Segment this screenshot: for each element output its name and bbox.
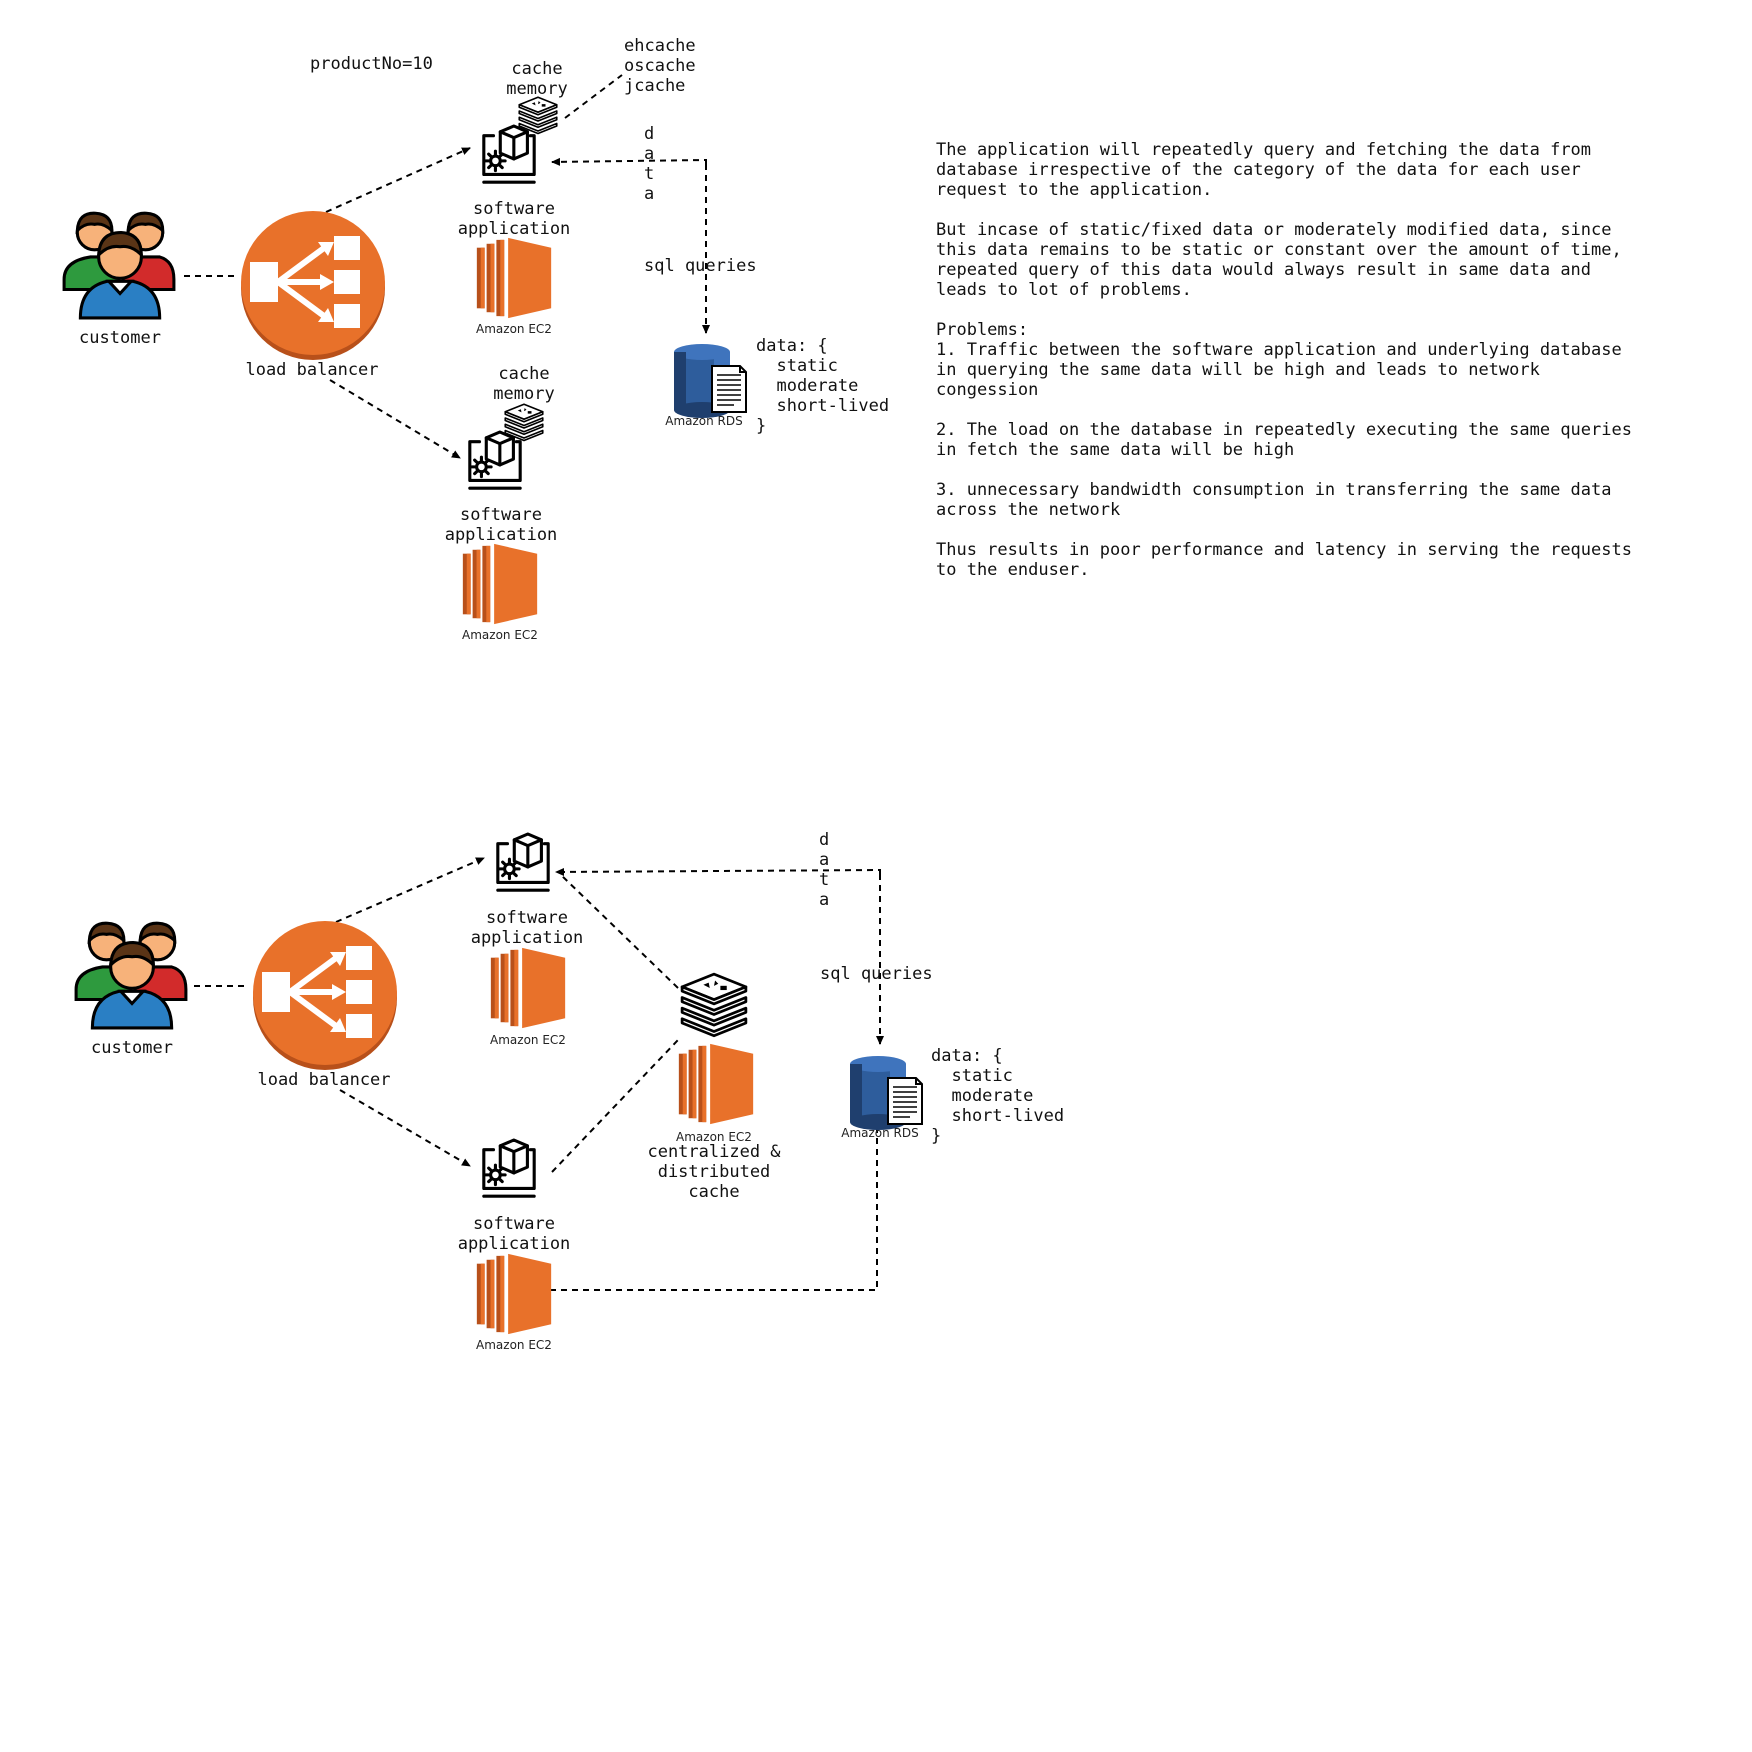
customer-label: customer — [79, 328, 161, 348]
conn-ec2-rds-bottom — [550, 1120, 878, 1291]
cache-memory-icon — [518, 96, 558, 135]
software-application-icon — [482, 1138, 536, 1198]
amazon-ec2-icon — [476, 237, 552, 319]
data-categories-block: data: { static moderate short-lived } — [931, 1046, 1065, 1146]
distributed-cache-label: centralized & distributed cache — [647, 1142, 781, 1202]
conn-app1-cache — [559, 873, 679, 989]
distributed-cache-icon — [680, 972, 748, 1038]
software-application-icon — [482, 124, 536, 184]
conn-app2-cache — [551, 1039, 679, 1173]
software-application-icon — [496, 832, 550, 892]
customer-group-icon — [74, 921, 188, 1030]
sql-queries-label: sql queries — [820, 964, 933, 984]
software-application-label: software application — [457, 199, 571, 239]
customer-group-icon — [62, 211, 176, 320]
conn-cache-libs — [564, 74, 623, 119]
load-balancer-icon — [241, 211, 385, 360]
conn-lb-app2-bottom — [339, 1089, 471, 1167]
software-application-label: software application — [457, 1214, 571, 1254]
amazon-ec2-icon — [490, 947, 566, 1029]
amazon-ec2-label: Amazon EC2 — [476, 1338, 552, 1352]
amazon-rds-icon — [673, 343, 747, 419]
amazon-ec2-icon — [678, 1043, 754, 1125]
amazon-rds-label: Amazon RDS — [665, 414, 743, 428]
explanation-text: The application will repeatedly query an… — [936, 140, 1632, 580]
amazon-ec2-label: Amazon EC2 — [490, 1033, 566, 1047]
conn-lb-app1-top — [325, 147, 471, 213]
customer-label: customer — [91, 1038, 173, 1058]
cache-libraries-label: ehcache oscache jcache — [624, 36, 696, 96]
conn-data-return-bottom — [555, 867, 881, 876]
conn-lb-app2-top — [329, 379, 461, 459]
software-application-label: software application — [470, 908, 584, 948]
conn-data-return-top — [551, 157, 707, 166]
software-application-label: software application — [444, 505, 558, 545]
load-balancer-label: load balancer — [245, 360, 379, 380]
sql-queries-label: sql queries — [644, 256, 757, 276]
amazon-rds-icon — [849, 1055, 923, 1131]
amazon-rds-label: Amazon RDS — [841, 1126, 919, 1140]
load-balancer-icon — [253, 921, 397, 1070]
amazon-ec2-icon — [476, 1253, 552, 1335]
cache-memory-label: cache memory — [493, 364, 555, 404]
bottom-diagram — [74, 832, 923, 1335]
software-application-icon — [468, 430, 522, 490]
amazon-ec2-label: Amazon EC2 — [462, 628, 538, 642]
data-categories-block: data: { static moderate short-lived } — [756, 336, 890, 436]
amazon-ec2-label: Amazon EC2 — [676, 1130, 752, 1144]
conn-lb-app1-bottom — [335, 857, 485, 923]
top-diagram — [62, 74, 747, 625]
amazon-ec2-label: Amazon EC2 — [476, 322, 552, 336]
load-balancer-label: load balancer — [257, 1070, 391, 1090]
product-number-label: productNo=10 — [310, 54, 433, 74]
cache-memory-label: cache memory — [506, 59, 568, 99]
data-flow-label: data — [819, 830, 830, 910]
amazon-ec2-icon — [462, 543, 538, 625]
data-flow-label: data — [644, 124, 655, 204]
